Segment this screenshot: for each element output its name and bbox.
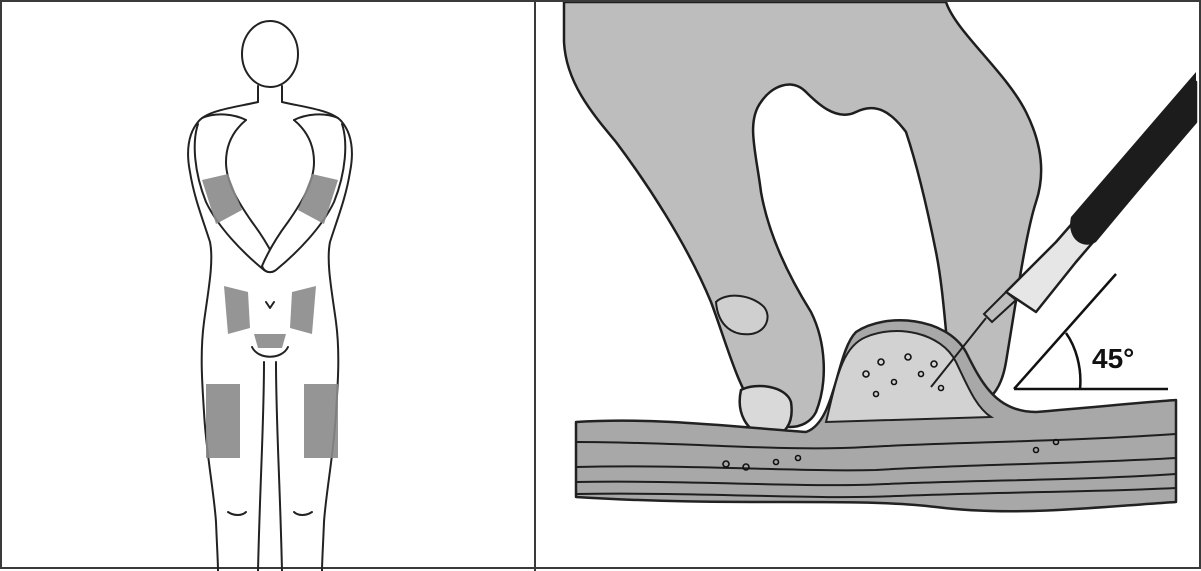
- angle-label: 45°: [1092, 343, 1134, 374]
- body-outline-illustration: [2, 2, 534, 571]
- neck-outline: [258, 86, 282, 102]
- injection-site-right-thigh: [304, 384, 338, 458]
- left-inner-leg: [258, 362, 264, 571]
- body-sites-panel: [2, 2, 534, 571]
- injection-site-left-thigh: [206, 384, 240, 458]
- injection-site-right-abdomen: [290, 286, 316, 334]
- injection-technique-illustration: 45°: [536, 2, 1201, 571]
- injection-technique-panel: 45°: [534, 2, 1201, 571]
- head-outline: [242, 21, 298, 87]
- left-knee-mark: [228, 512, 246, 515]
- right-inner-leg: [276, 362, 282, 571]
- angle-arc: [1066, 333, 1080, 389]
- right-knee-mark: [294, 512, 312, 515]
- navel-mark: [266, 302, 274, 308]
- injection-site-lower-abdomen: [254, 334, 286, 348]
- injection-site-left-abdomen: [224, 286, 250, 334]
- crotch-line: [252, 347, 288, 357]
- syringe-plunger: [1070, 72, 1196, 245]
